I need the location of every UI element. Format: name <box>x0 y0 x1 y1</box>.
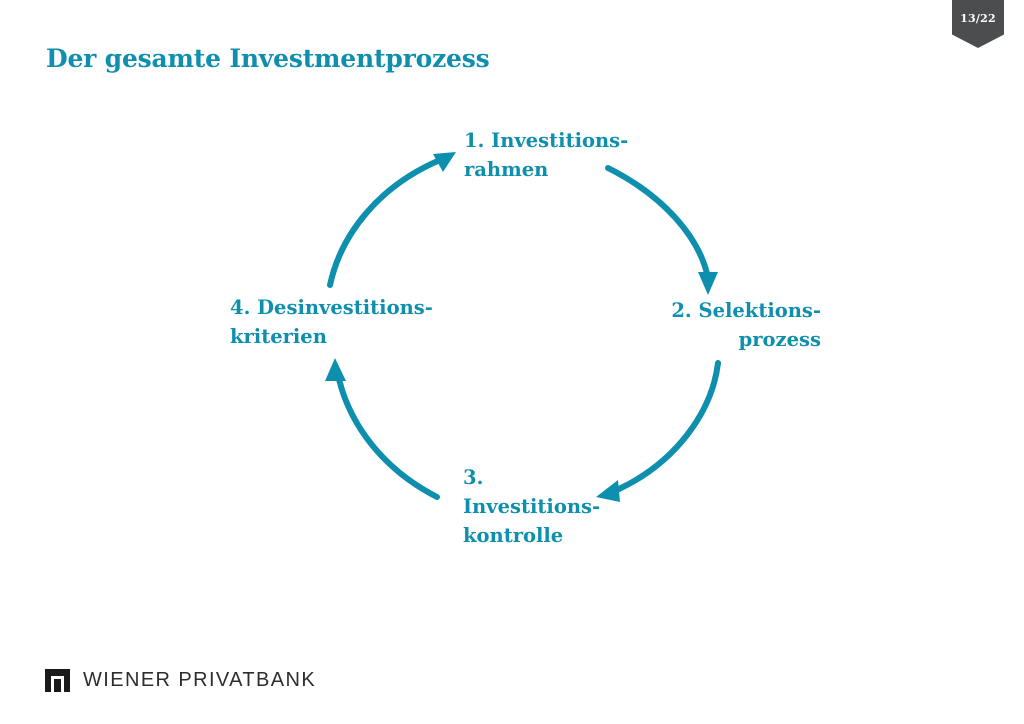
cycle-node-3-label: 3. Investitions- kontrolle <box>463 466 601 547</box>
page-number-label: 13/22 <box>960 12 996 25</box>
cycle-node-2-label: 2. Selektions- prozess <box>671 299 821 351</box>
arrowhead-into-node-4 <box>325 358 346 381</box>
wiener-privatbank-logo-icon <box>45 669 70 692</box>
arrow-path-1-to-2 <box>605 165 711 281</box>
page-number-badge: 13/22 <box>952 0 1004 48</box>
footer-brand: WIENER PRIVATBANK <box>45 669 316 692</box>
page-title: Der gesamte Investmentprozess <box>46 44 490 73</box>
arrow-path-4-to-1 <box>327 157 443 288</box>
brand-name-label: WIENER PRIVATBANK <box>83 669 317 691</box>
arrowhead-into-node-1 <box>433 152 456 172</box>
cycle-node-1-label: 1. Investitions- rahmen <box>464 129 629 181</box>
cycle-node-4-label: 4. Desinvestitions- kriterien <box>230 296 433 348</box>
arrow-path-2-to-3 <box>616 360 721 492</box>
arrow-path-3-to-4 <box>335 372 440 500</box>
arrowhead-into-node-2 <box>698 272 718 295</box>
